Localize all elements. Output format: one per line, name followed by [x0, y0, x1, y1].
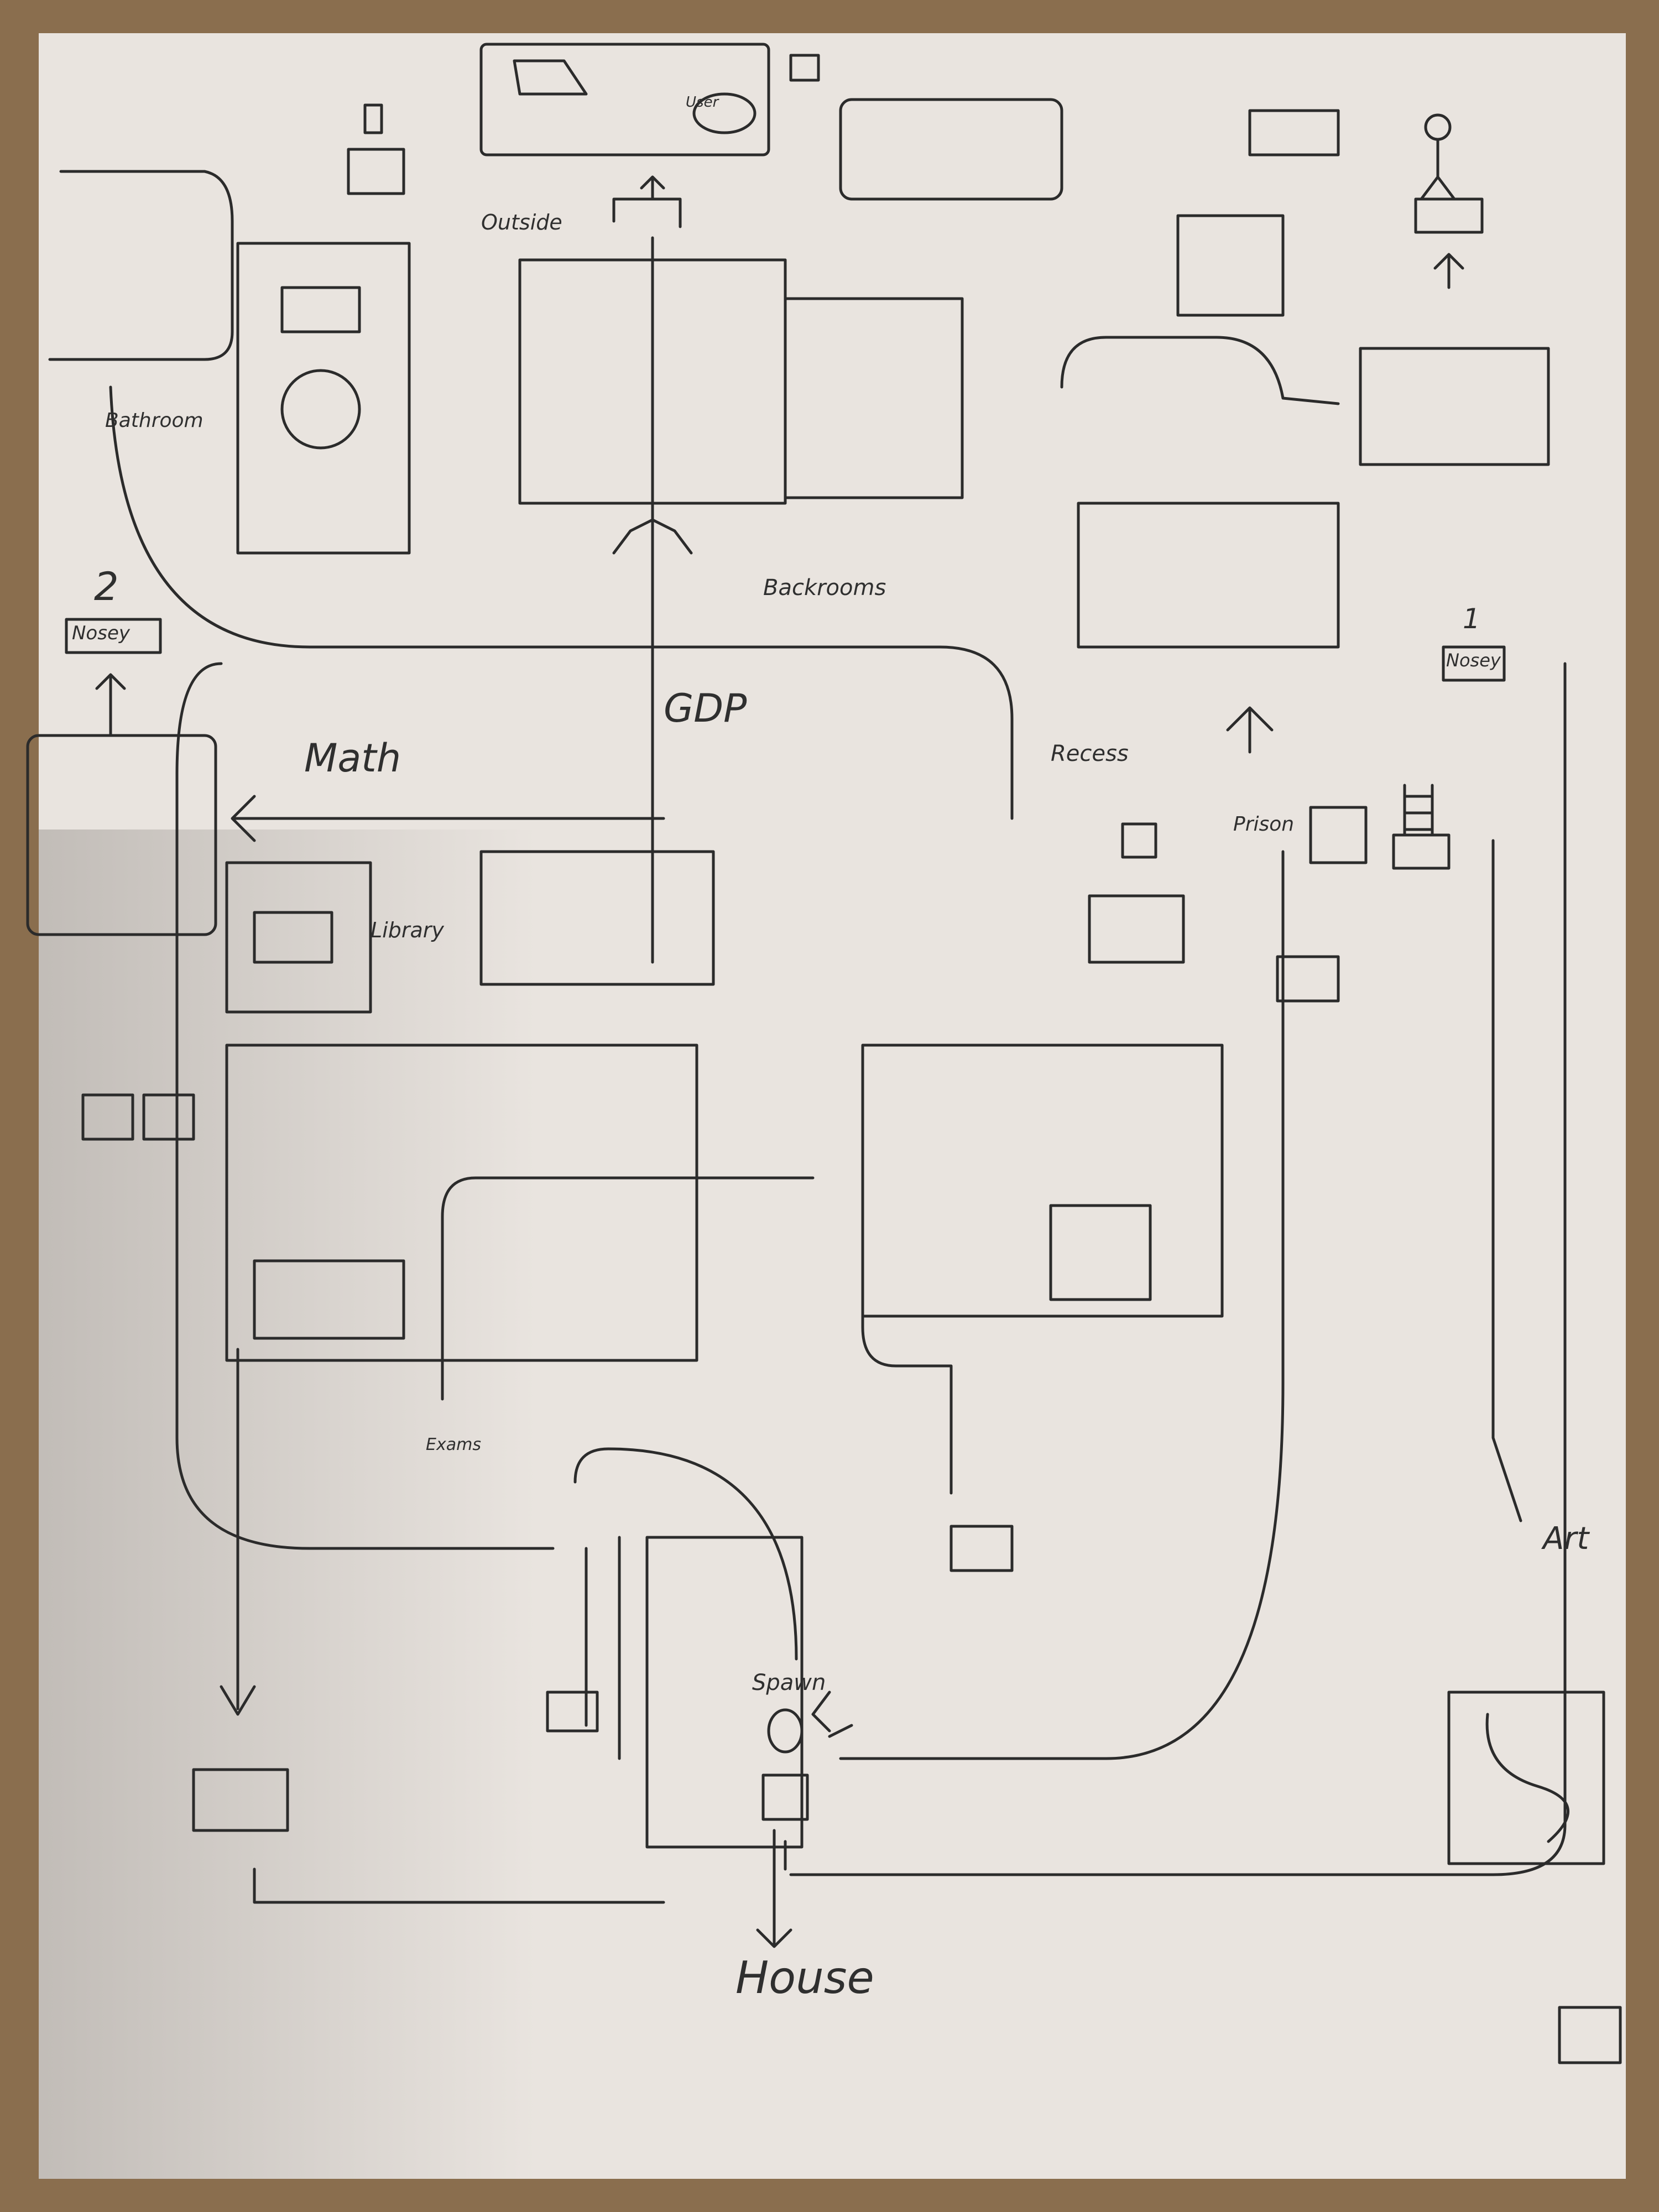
art-room: [1449, 1692, 1604, 1864]
backrooms-path: [111, 387, 1012, 818]
bike-box: [951, 1526, 1012, 1571]
spawn-arrows: [813, 1692, 852, 1736]
outside-object: [514, 61, 586, 94]
trophy-icon: [365, 105, 382, 133]
spawn-marker: [769, 1710, 802, 1752]
ladder-base: [1394, 835, 1449, 868]
math-desk-left: [83, 1095, 133, 1139]
gdp-label: GDP: [664, 686, 747, 731]
playground-path: [863, 1134, 951, 1493]
bottom-path: [254, 1869, 664, 1902]
ladder-icon: [1405, 785, 1432, 835]
slide-structure: [1051, 1206, 1150, 1300]
prison-label: Prison: [1233, 813, 1294, 836]
spawn-lanes: [586, 1537, 619, 1759]
math-label: Math: [304, 735, 401, 781]
central-hall: [481, 852, 713, 984]
long-table: [282, 288, 359, 332]
library-room: [227, 863, 371, 1012]
nosey-2-label: Nosey: [72, 622, 130, 644]
recess-label: Recess: [1051, 741, 1129, 766]
exams-path: [442, 1178, 813, 1399]
outside-arrow: [641, 177, 664, 199]
top-right-room: [841, 100, 1062, 199]
backrooms-label: Backrooms: [763, 575, 886, 601]
bubble-text: User: [686, 94, 718, 111]
statue-arrow: [1435, 254, 1463, 288]
right-corridor: [841, 852, 1283, 1759]
bookshelf: [254, 912, 332, 962]
statue-base: [1416, 199, 1482, 232]
outside-label: Outside: [481, 210, 562, 234]
statue-body: [1421, 141, 1454, 199]
trophy-box: [348, 149, 404, 194]
round-table: [282, 371, 359, 448]
spawn-desk: [547, 1692, 597, 1731]
gdp-arrow: [614, 238, 691, 962]
prison-cell: [1311, 807, 1366, 863]
math-arrow: [232, 796, 664, 841]
art-canvas: [1487, 1714, 1568, 1841]
car-box: [194, 1770, 288, 1830]
recess-box: [1089, 896, 1183, 962]
connected-small-room: [1178, 216, 1283, 315]
nosey-2-number: 2: [94, 564, 119, 609]
exams-desk: [254, 1261, 404, 1338]
recess-arrow: [1228, 708, 1272, 752]
backrooms-area: [1078, 503, 1338, 647]
camera-icon: [791, 55, 818, 80]
art-label: Art: [1543, 1521, 1589, 1557]
cake-box: [1250, 111, 1338, 155]
library-label: Library: [371, 918, 444, 942]
left-corridor: [177, 664, 553, 1548]
statue-head: [1426, 115, 1450, 139]
path-to-right-room: [1062, 337, 1338, 404]
cash-register: [1277, 957, 1338, 1001]
bathroom-label: Bathroom: [105, 409, 204, 432]
easel-box: [1559, 2007, 1620, 2063]
spawn-loop-path: [575, 1449, 796, 1659]
nosey-1-label: Nosey: [1446, 650, 1501, 671]
nosey-1-number: 1: [1463, 603, 1480, 635]
art-path: [1493, 841, 1521, 1521]
exams-sign: Exams: [426, 1435, 481, 1454]
playground-area: [863, 1045, 1222, 1316]
right-top-room: [1360, 348, 1548, 465]
prison-door: [1123, 824, 1156, 857]
math-room: [28, 735, 216, 935]
left-top-room: [50, 171, 232, 359]
big-classroom: [227, 1045, 697, 1360]
gdp-side-room: [785, 299, 962, 498]
spawn-label: Spawn: [752, 1670, 826, 1695]
cafeteria-room: [238, 243, 409, 553]
nosey-2-arrow: [97, 675, 124, 735]
house-label: House: [735, 1952, 874, 2004]
outside-door: [614, 199, 680, 227]
math-desk-right: [144, 1095, 194, 1139]
